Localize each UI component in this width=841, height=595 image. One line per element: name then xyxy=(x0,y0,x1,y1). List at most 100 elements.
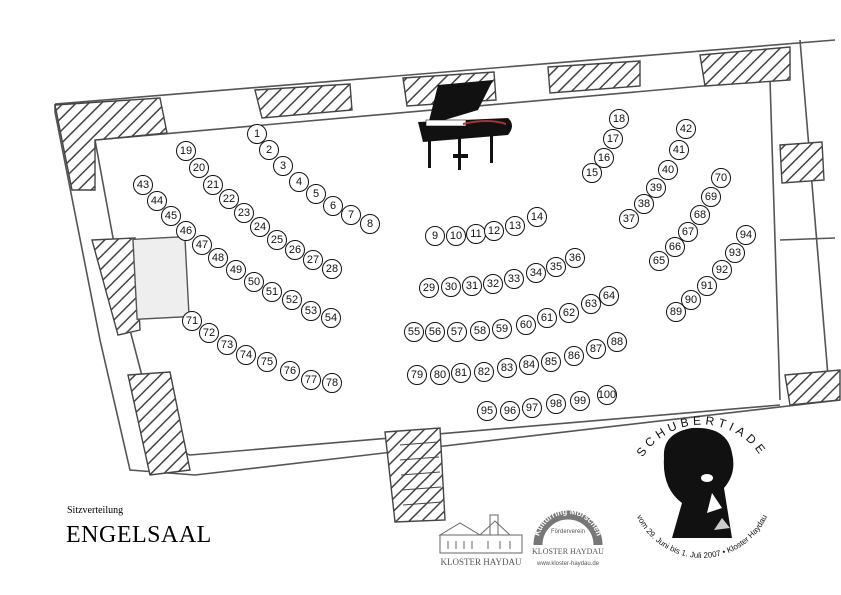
seat-100[interactable]: 100 xyxy=(597,385,617,405)
seat-12[interactable]: 12 xyxy=(484,221,504,241)
seat-94[interactable]: 94 xyxy=(736,225,756,245)
seat-54[interactable]: 54 xyxy=(321,308,341,328)
seat-96[interactable]: 96 xyxy=(500,401,520,421)
seat-81[interactable]: 81 xyxy=(451,363,471,383)
seat-90[interactable]: 90 xyxy=(681,290,701,310)
seat-32[interactable]: 32 xyxy=(483,274,503,294)
seat-66[interactable]: 66 xyxy=(665,237,685,257)
seat-11[interactable]: 11 xyxy=(466,224,486,244)
seat-41[interactable]: 41 xyxy=(669,140,689,160)
seat-9[interactable]: 9 xyxy=(425,226,445,246)
seat-69[interactable]: 69 xyxy=(701,187,721,207)
seat-92[interactable]: 92 xyxy=(712,260,732,280)
seat-84[interactable]: 84 xyxy=(519,355,539,375)
seat-71[interactable]: 71 xyxy=(182,311,202,331)
seat-14[interactable]: 14 xyxy=(527,207,547,227)
seat-22[interactable]: 22 xyxy=(219,189,239,209)
seat-49[interactable]: 49 xyxy=(226,260,246,280)
seat-57[interactable]: 57 xyxy=(447,322,467,342)
seat-44[interactable]: 44 xyxy=(147,191,167,211)
seat-16[interactable]: 16 xyxy=(594,148,614,168)
seat-88[interactable]: 88 xyxy=(607,332,627,352)
seat-46[interactable]: 46 xyxy=(176,221,196,241)
seat-45[interactable]: 45 xyxy=(161,206,181,226)
seat-6[interactable]: 6 xyxy=(323,196,343,216)
seat-98[interactable]: 98 xyxy=(546,394,566,414)
seat-86[interactable]: 86 xyxy=(564,346,584,366)
seat-53[interactable]: 53 xyxy=(301,301,321,321)
seat-50[interactable]: 50 xyxy=(244,272,264,292)
seat-33[interactable]: 33 xyxy=(504,269,524,289)
seat-35[interactable]: 35 xyxy=(546,257,566,277)
seat-21[interactable]: 21 xyxy=(203,175,223,195)
seat-63[interactable]: 63 xyxy=(581,294,601,314)
seat-3[interactable]: 3 xyxy=(273,156,293,176)
seat-95[interactable]: 95 xyxy=(477,401,497,421)
seat-30[interactable]: 30 xyxy=(441,277,461,297)
seat-60[interactable]: 60 xyxy=(516,315,536,335)
seat-8[interactable]: 8 xyxy=(360,214,380,234)
seat-56[interactable]: 56 xyxy=(425,322,445,342)
seat-20[interactable]: 20 xyxy=(189,158,209,178)
seat-29[interactable]: 29 xyxy=(419,278,439,298)
seat-75[interactable]: 75 xyxy=(257,352,277,372)
seat-26[interactable]: 26 xyxy=(285,240,305,260)
seat-19[interactable]: 19 xyxy=(176,141,196,161)
seat-28[interactable]: 28 xyxy=(322,259,342,279)
seat-76[interactable]: 76 xyxy=(280,361,300,381)
seat-80[interactable]: 80 xyxy=(430,365,450,385)
seat-25[interactable]: 25 xyxy=(267,230,287,250)
seat-70[interactable]: 70 xyxy=(711,168,731,188)
seat-87[interactable]: 87 xyxy=(586,339,606,359)
seat-52[interactable]: 52 xyxy=(282,290,302,310)
seat-47[interactable]: 47 xyxy=(192,235,212,255)
seat-77[interactable]: 77 xyxy=(301,370,321,390)
seat-10[interactable]: 10 xyxy=(446,226,466,246)
seat-99[interactable]: 99 xyxy=(570,391,590,411)
seat-51[interactable]: 51 xyxy=(262,282,282,302)
seat-37[interactable]: 37 xyxy=(619,209,639,229)
seat-74[interactable]: 74 xyxy=(236,345,256,365)
seat-61[interactable]: 61 xyxy=(537,308,557,328)
seat-73[interactable]: 73 xyxy=(217,335,237,355)
seat-64[interactable]: 64 xyxy=(599,286,619,306)
seat-78[interactable]: 78 xyxy=(322,373,342,393)
seat-48[interactable]: 48 xyxy=(208,248,228,268)
seat-36[interactable]: 36 xyxy=(565,248,585,268)
seat-13[interactable]: 13 xyxy=(505,216,525,236)
seat-1[interactable]: 1 xyxy=(247,124,267,144)
seat-2[interactable]: 2 xyxy=(259,140,279,160)
seat-43[interactable]: 43 xyxy=(133,175,153,195)
seat-39[interactable]: 39 xyxy=(646,178,666,198)
seat-24[interactable]: 24 xyxy=(250,217,270,237)
seat-62[interactable]: 62 xyxy=(559,303,579,323)
seat-79[interactable]: 79 xyxy=(407,365,427,385)
seat-42[interactable]: 42 xyxy=(676,119,696,139)
seat-27[interactable]: 27 xyxy=(303,250,323,270)
seat-7[interactable]: 7 xyxy=(341,205,361,225)
seat-31[interactable]: 31 xyxy=(462,276,482,296)
seat-82[interactable]: 82 xyxy=(474,362,494,382)
seat-40[interactable]: 40 xyxy=(658,160,678,180)
seat-65[interactable]: 65 xyxy=(649,251,669,271)
seat-83[interactable]: 83 xyxy=(497,358,517,378)
seat-72[interactable]: 72 xyxy=(199,323,219,343)
seat-17[interactable]: 17 xyxy=(603,129,623,149)
seat-38[interactable]: 38 xyxy=(634,194,654,214)
seat-59[interactable]: 59 xyxy=(492,319,512,339)
seat-15[interactable]: 15 xyxy=(582,163,602,183)
seat-5[interactable]: 5 xyxy=(306,184,326,204)
seat-89[interactable]: 89 xyxy=(666,302,686,322)
seat-23[interactable]: 23 xyxy=(234,203,254,223)
seat-68[interactable]: 68 xyxy=(690,205,710,225)
seat-34[interactable]: 34 xyxy=(526,263,546,283)
seat-67[interactable]: 67 xyxy=(678,222,698,242)
seat-4[interactable]: 4 xyxy=(289,172,309,192)
seat-85[interactable]: 85 xyxy=(541,352,561,372)
seat-58[interactable]: 58 xyxy=(470,321,490,341)
seat-91[interactable]: 91 xyxy=(697,276,717,296)
seat-93[interactable]: 93 xyxy=(725,243,745,263)
seat-55[interactable]: 55 xyxy=(404,322,424,342)
seat-97[interactable]: 97 xyxy=(522,398,542,418)
seat-18[interactable]: 18 xyxy=(609,109,629,129)
